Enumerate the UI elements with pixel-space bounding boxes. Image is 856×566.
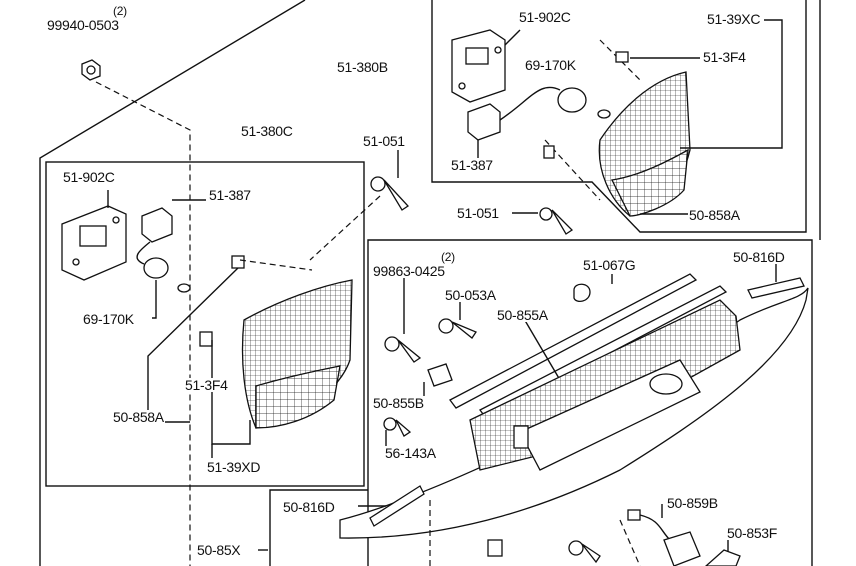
frame-diagonal [39,0,306,566]
clip-g-icon [573,283,591,303]
bracket-right-icon [451,29,506,103]
bracket-left-icon [61,205,127,281]
lens-left-icon [241,279,353,429]
socket-right-icon [467,86,611,141]
garnish-screws-icon [383,318,477,437]
nut-icon [81,59,101,81]
screw-mid-icon [539,207,574,235]
tape-left [369,485,425,527]
socket-left-icon [136,207,191,293]
harness-icon [627,509,741,566]
box-lamp-left [45,161,365,487]
tape-right [747,277,805,299]
bottom-clips-icon [487,539,601,564]
clip-right-icon [543,51,629,159]
lens-right-icon [598,71,691,217]
screw-left-icon [370,176,409,211]
molding-upper [449,273,698,409]
box-garnish [367,239,813,566]
box-lamp-right [431,0,807,233]
retainer-icon [427,363,453,387]
